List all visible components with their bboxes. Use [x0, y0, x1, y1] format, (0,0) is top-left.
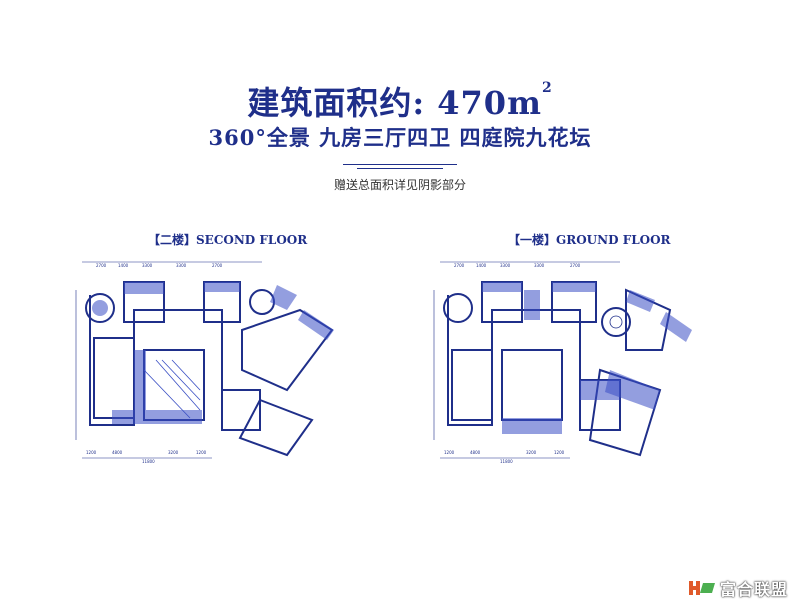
dim-top-1: 2700 [96, 263, 107, 268]
brand-logo-icon [688, 581, 715, 595]
dim-bottom-2: 4800 [112, 450, 123, 455]
dim-bottom-3: 3200 [168, 450, 179, 455]
dim-top-2: 1400 [476, 263, 487, 268]
dim-bottom-1: 1200 [86, 450, 97, 455]
brand-watermark: 富合联盟 [688, 576, 788, 600]
second-floor-plan: 2700 1400 3300 3300 2700 1200 4800 3200 … [75, 261, 334, 464]
dim-top-1: 2700 [454, 263, 465, 268]
layout-subtitle: 360°全景 九房三厅四卫 四庭院九花坛 [208, 125, 592, 150]
shade-note: 赠送总面积详见阴影部分 [333, 178, 466, 192]
ground-floor-label: 【一楼】GROUND FLOOR [508, 233, 671, 247]
dim-total: 11800 [142, 459, 155, 464]
dim-top-4: 3300 [176, 263, 187, 268]
dim-bottom-4: 1200 [554, 450, 565, 455]
dim-top-2: 1400 [118, 263, 129, 268]
area-title: 建筑面积约: 470m2 [247, 80, 553, 122]
dim-top-4: 3300 [534, 263, 545, 268]
dim-total: 11800 [500, 459, 513, 464]
dim-top-5: 2700 [212, 263, 223, 268]
dim-top-3: 3300 [142, 263, 153, 268]
dim-top-5: 2700 [570, 263, 581, 268]
second-floor-label: 【二楼】SECOND FLOOR [148, 233, 308, 247]
ground-floor-plan: 2700 1400 3300 3300 2700 1200 4800 3200 … [433, 261, 692, 464]
dim-bottom-2: 4800 [470, 450, 481, 455]
brand-name: 富合联盟 [719, 580, 788, 599]
title-divider [343, 164, 457, 169]
dim-bottom-3: 3200 [526, 450, 537, 455]
dim-top-3: 3300 [500, 263, 511, 268]
dim-bottom-4: 1200 [196, 450, 207, 455]
dim-bottom-1: 1200 [444, 450, 455, 455]
